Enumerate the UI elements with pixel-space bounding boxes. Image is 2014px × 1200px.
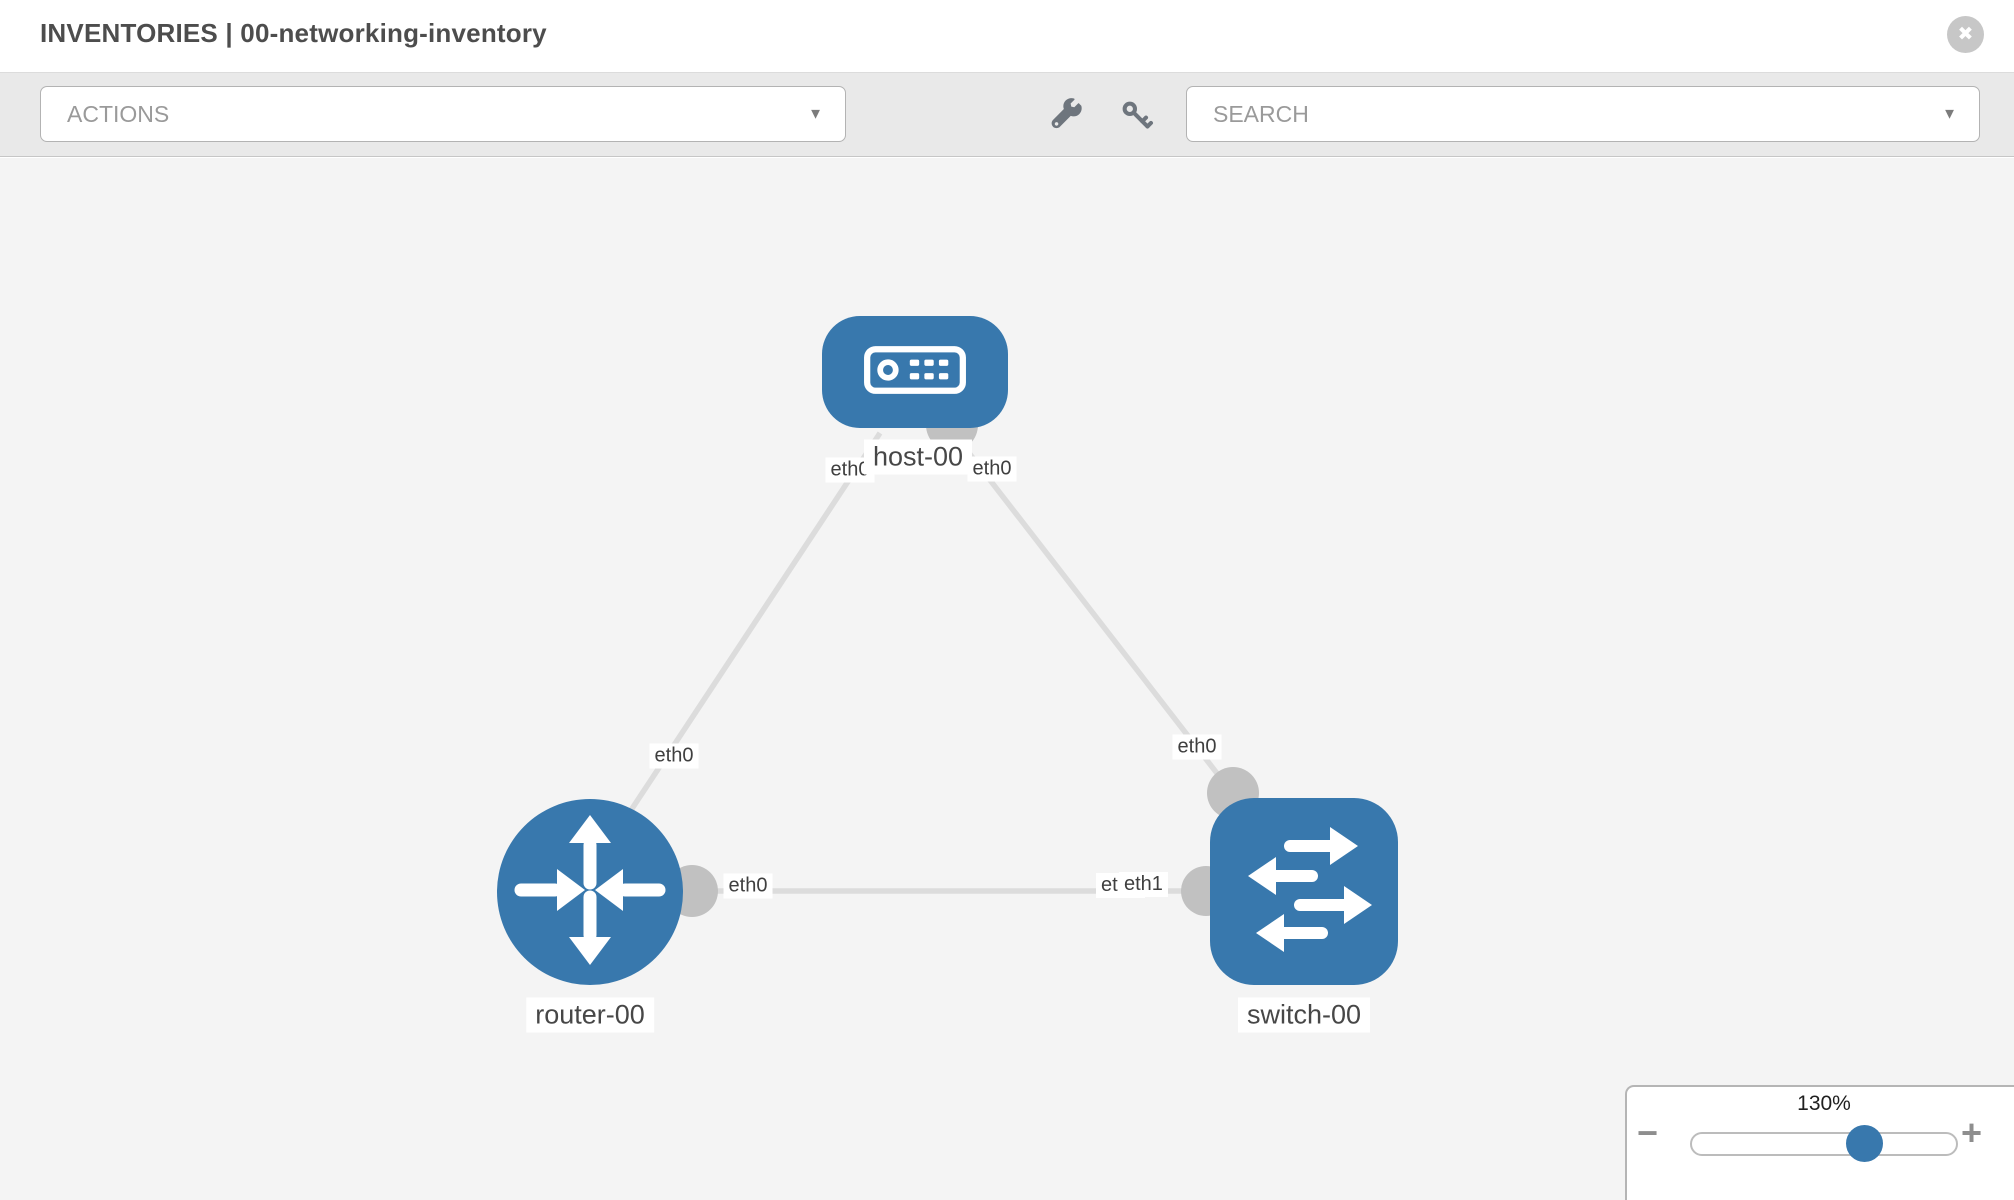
switch-icon <box>1210 795 1398 988</box>
actions-dropdown-label: ACTIONS <box>67 100 170 127</box>
actions-dropdown[interactable]: ACTIONS ▼ <box>40 86 846 142</box>
link-host-switch <box>949 429 1236 796</box>
iface-label: eth0 <box>967 456 1017 482</box>
plus-icon: + <box>1961 1112 1983 1153</box>
page-title: INVENTORIES | 00-networking-inventory <box>40 18 547 48</box>
wrench-icon <box>1048 97 1084 138</box>
configure-button[interactable] <box>1046 97 1086 137</box>
header-bar: INVENTORIES | 00-networking-inventory ✖ <box>0 0 2014 72</box>
search-dropdown[interactable]: SEARCH ▼ <box>1186 86 1980 142</box>
iface-label: eth0 <box>1172 734 1222 760</box>
host-icon <box>863 345 967 400</box>
node-label-host: host-00 <box>863 439 973 475</box>
topology-canvas[interactable]: eth0 eth0 eth0 eth0 eth0 eth0 eth1 host-… <box>0 158 2014 1200</box>
key-icon <box>1118 97 1154 138</box>
node-label-switch: switch-00 <box>1237 997 1371 1033</box>
toolbar: ACTIONS ▼ <box>0 72 2014 157</box>
credentials-button[interactable] <box>1116 97 1156 137</box>
close-icon: ✖ <box>1957 24 1974 45</box>
iface-label: eth0 <box>649 743 699 769</box>
zoom-slider-handle[interactable] <box>1846 1125 1883 1162</box>
zoom-level: 130% <box>1797 1092 1851 1115</box>
iface-label: eth0 <box>723 873 773 899</box>
link-host-router <box>609 431 883 841</box>
search-placeholder: SEARCH <box>1213 100 1309 127</box>
node-switch-00[interactable] <box>1210 798 1398 985</box>
iface-label: eth1 <box>1119 872 1168 897</box>
chevron-down-icon: ▼ <box>808 105 823 123</box>
topology-links <box>609 399 1259 917</box>
zoom-control-panel: 130% − + <box>1625 1085 2014 1200</box>
minus-icon: − <box>1637 1112 1659 1153</box>
chevron-down-icon: ▼ <box>1942 105 1957 123</box>
router-icon <box>497 797 683 988</box>
node-host-00[interactable] <box>822 316 1008 428</box>
zoom-out-button[interactable]: − <box>1637 1115 1658 1151</box>
zoom-slider-track[interactable] <box>1690 1132 1958 1156</box>
zoom-in-button[interactable]: + <box>1961 1115 1982 1151</box>
node-label-router: router-00 <box>526 997 654 1033</box>
close-button[interactable]: ✖ <box>1947 16 1984 53</box>
node-router-00[interactable] <box>497 799 683 985</box>
